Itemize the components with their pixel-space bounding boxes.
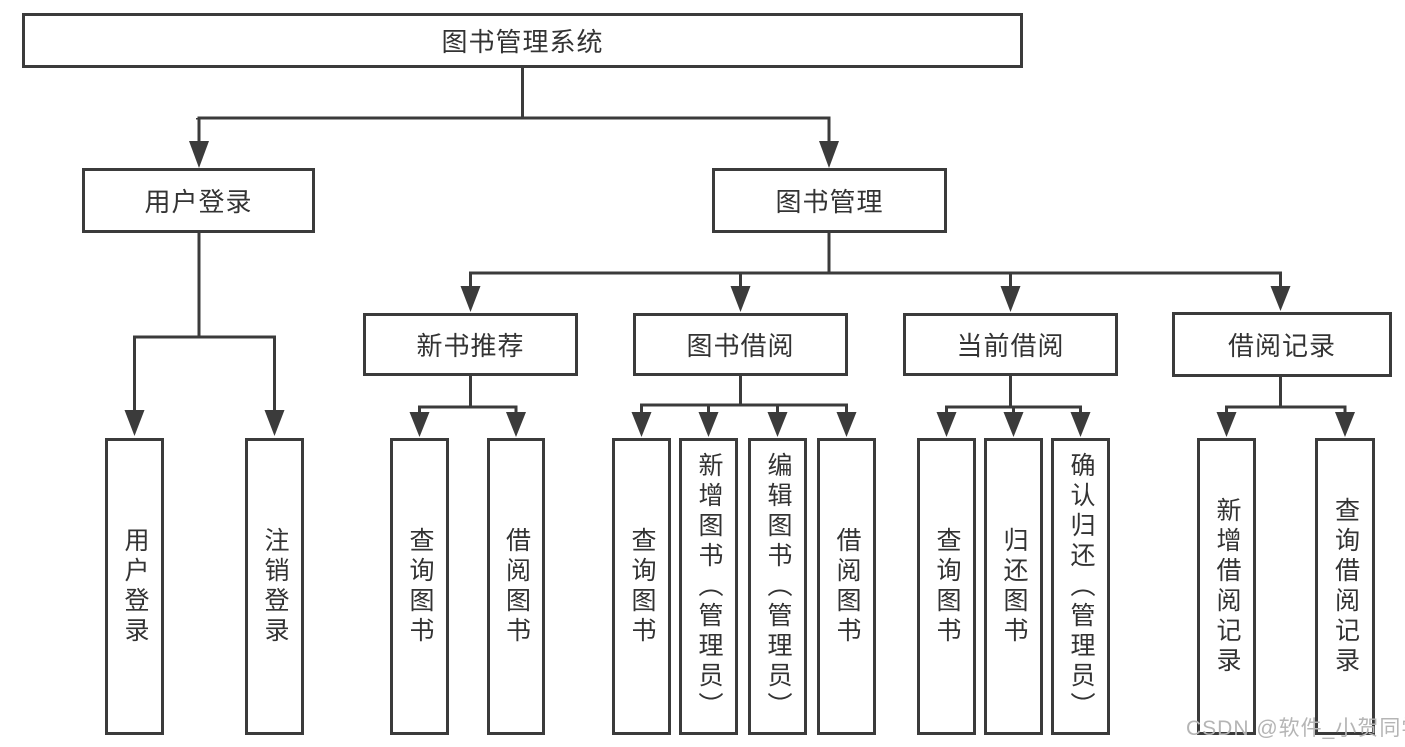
leaf-recommend-borrow-books: 借阅图书 bbox=[487, 438, 545, 735]
leaf-borrowing-search-books: 查询图书 bbox=[612, 438, 671, 735]
node-library-system: 图书管理系统 bbox=[22, 13, 1023, 68]
leaf-current-return-books: 归还图书 bbox=[984, 438, 1043, 735]
leaf-records-search-borrow-record: 查询借阅记录 bbox=[1315, 438, 1375, 735]
node-current-borrowing: 当前借阅 bbox=[903, 313, 1118, 376]
node-book-management: 图书管理 bbox=[712, 168, 947, 233]
node-book-borrowing: 图书借阅 bbox=[633, 313, 848, 376]
node-new-book-recommendation: 新书推荐 bbox=[363, 313, 578, 376]
leaf-borrowing-borrow-books: 借阅图书 bbox=[817, 438, 876, 735]
leaf-borrowing-edit-books-admin: 编辑图书（管理员） bbox=[748, 438, 807, 735]
leaf-current-confirm-return-admin: 确认归还（管理员） bbox=[1051, 438, 1110, 735]
node-borrowing-records: 借阅记录 bbox=[1172, 312, 1392, 377]
leaf-logout: 注销登录 bbox=[245, 438, 304, 735]
node-user-login: 用户登录 bbox=[82, 168, 315, 233]
leaf-records-add-borrow-record: 新增借阅记录 bbox=[1197, 438, 1256, 735]
leaf-borrowing-add-books-admin: 新增图书（管理员） bbox=[679, 438, 738, 735]
leaf-user-login: 用户登录 bbox=[105, 438, 164, 735]
csdn-watermark: CSDN @软件_小贺同学 bbox=[1186, 717, 1405, 740]
leaf-current-search-books: 查询图书 bbox=[917, 438, 976, 735]
leaf-recommend-search-books: 查询图书 bbox=[390, 438, 449, 735]
